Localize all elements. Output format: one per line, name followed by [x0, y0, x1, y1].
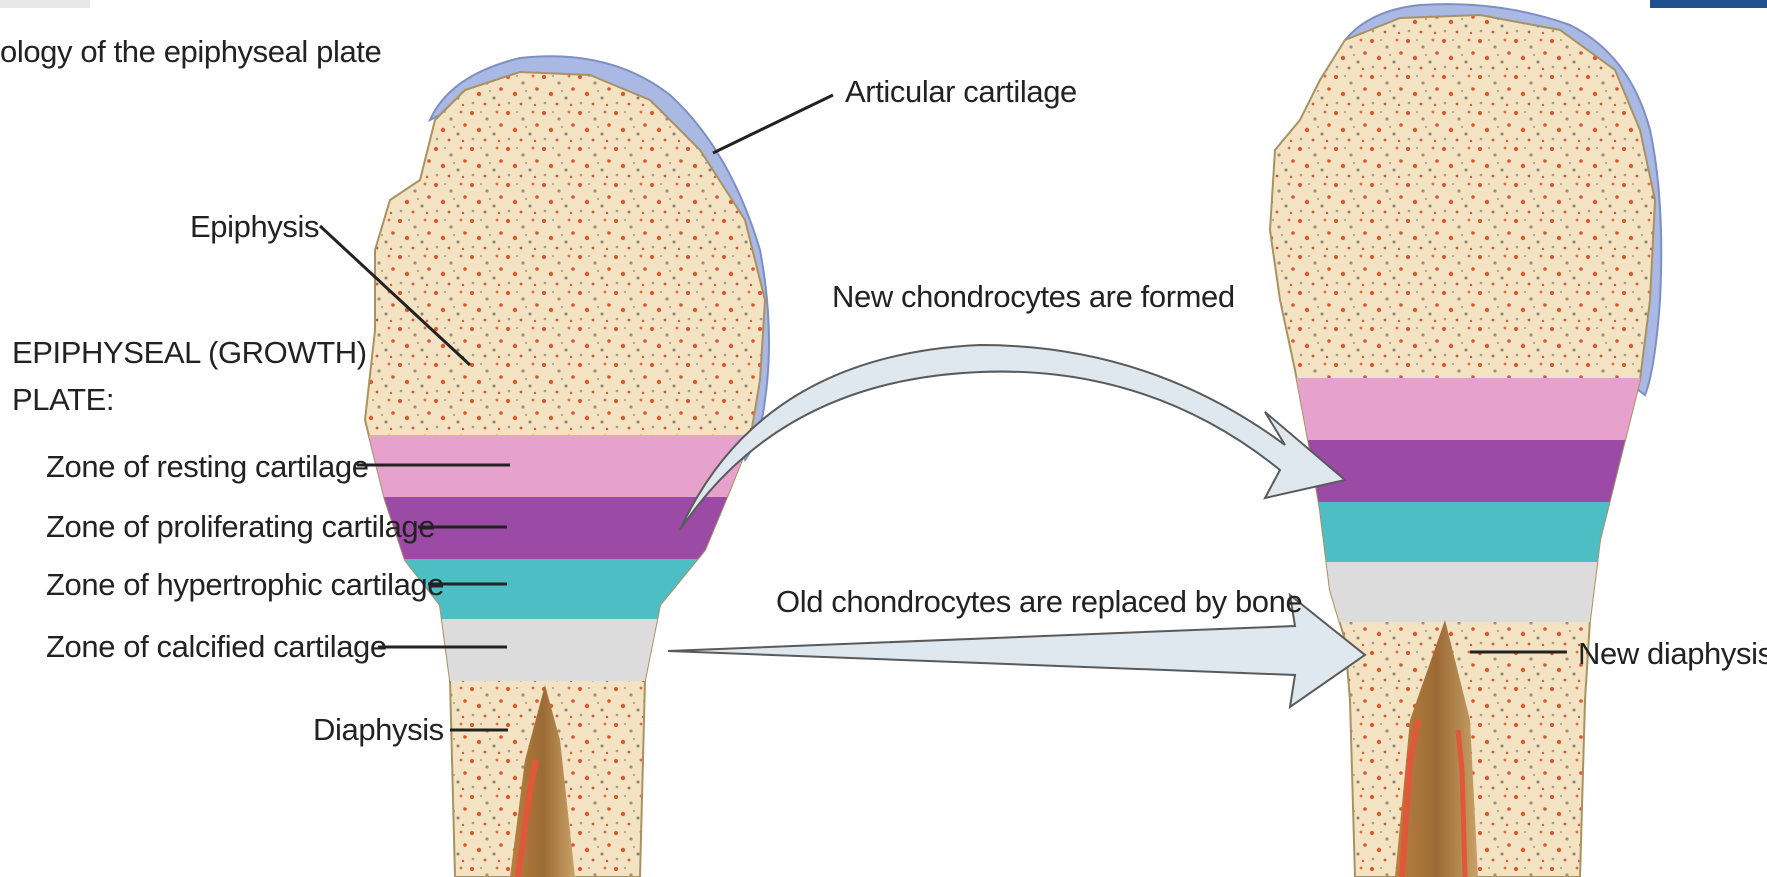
label-epiphysis: Epiphysis: [190, 211, 319, 242]
right-zone-resting: [1250, 378, 1700, 440]
leader-articular-cartilage: [713, 95, 833, 153]
label-new-diaphysis: New diaphysis: [1578, 638, 1767, 669]
label-zone-proliferating: Zone of proliferating cartilage: [46, 511, 435, 542]
new-chondrocytes-arrow: [680, 345, 1345, 530]
label-old-chondrocytes: Old chondrocytes are replaced by bone: [776, 586, 1302, 617]
left-zones: [340, 435, 790, 877]
label-articular-cartilage: Articular cartilage: [845, 76, 1077, 107]
label-zone-hypertrophic: Zone of hypertrophic cartilage: [46, 569, 444, 600]
label-new-chondrocytes: New chondrocytes are formed: [832, 281, 1235, 312]
label-growth-plate-line1: EPIPHYSEAL (GROWTH): [12, 337, 367, 368]
right-zone-calcified: [1250, 562, 1700, 622]
label-diaphysis: Diaphysis: [313, 714, 444, 745]
right-zone-hypertrophic: [1250, 502, 1700, 562]
diagram-title: ology of the epiphyseal plate: [0, 36, 381, 67]
label-zone-resting: Zone of resting cartilage: [46, 451, 369, 482]
label-growth-plate-line2: PLATE:: [12, 384, 114, 415]
right-bone: [1250, 4, 1700, 877]
label-zone-calcified: Zone of calcified cartilage: [46, 631, 387, 662]
